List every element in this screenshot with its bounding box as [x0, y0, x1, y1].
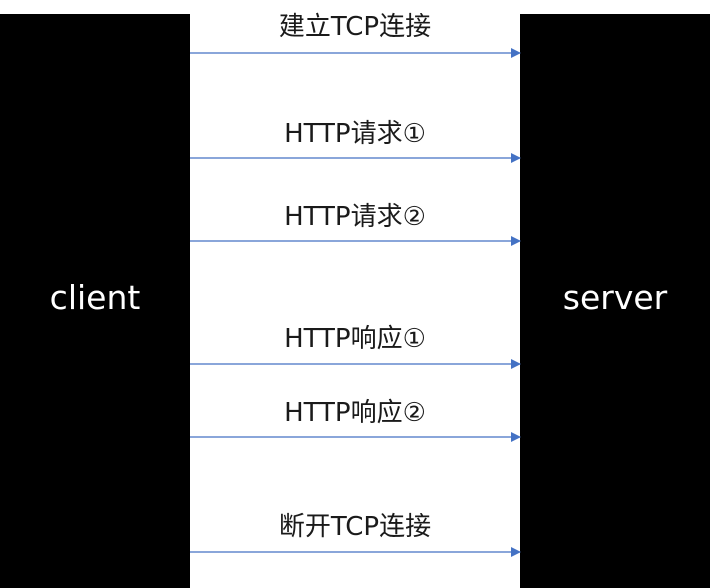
message-label-close-tcp: 断开TCP连接 [278, 512, 432, 542]
server-column: server [520, 14, 710, 588]
message-label-http-request-1: HTTP请求① [284, 119, 426, 149]
message-label-http-response-2: HTTP响应② [284, 398, 426, 428]
message-label-http-request-2: HTTP请求② [284, 202, 426, 232]
server-label: server [562, 277, 668, 317]
message-label-establish-tcp: 建立TCP连接 [278, 12, 432, 42]
client-column: client [0, 14, 190, 588]
client-label: client [49, 277, 141, 317]
message-label-http-response-1: HTTP响应① [284, 324, 426, 354]
